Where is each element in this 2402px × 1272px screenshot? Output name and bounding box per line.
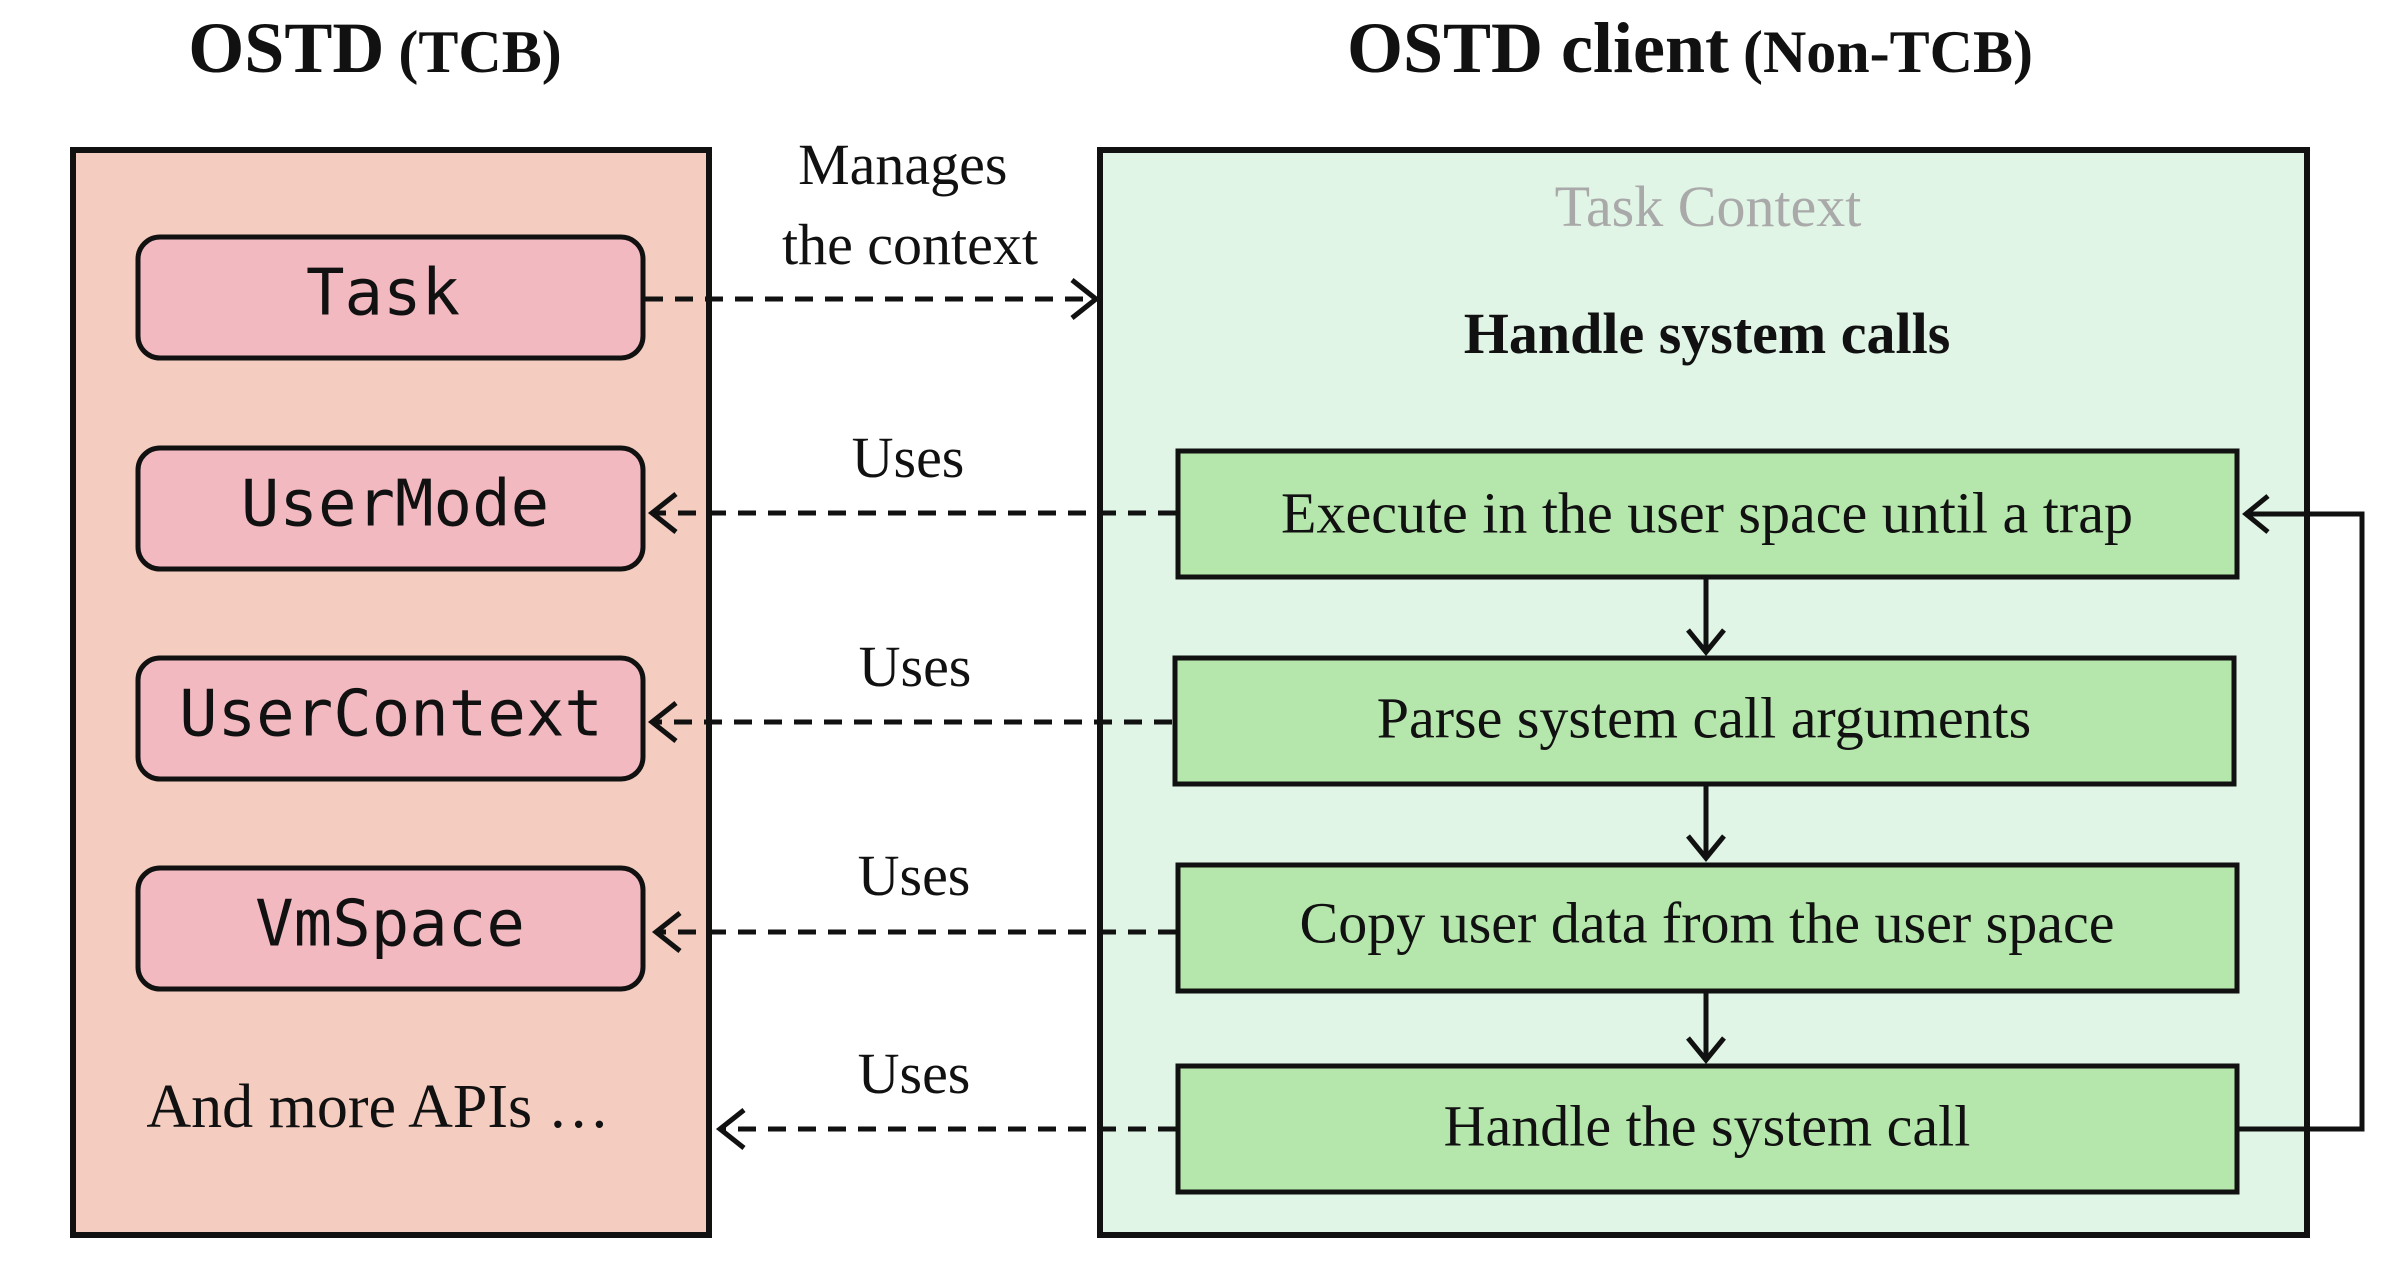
uses-label-2: Uses (859, 634, 972, 699)
step-label-handle: Handle the system call (1444, 1093, 1971, 1158)
more-apis-label: And more APIs … (146, 1073, 609, 1141)
uses-label-3: Uses (858, 843, 971, 908)
step-box-handle: Handle the system call (1175, 1063, 2240, 1195)
manages-label: Manages the context (782, 132, 1038, 277)
loop-back-arrow (2238, 511, 2365, 1132)
uses-label-4: Uses (858, 1041, 971, 1106)
left-panel-title: OSTD(TCB) (188, 8, 561, 88)
step-box-copy: Copy user data from the user space (1175, 862, 2240, 994)
task-context-label: Task Context (1555, 174, 1862, 239)
uses-label-1: Uses (852, 425, 965, 490)
flow-arrowhead-3 (1686, 1036, 1726, 1064)
step-box-execute: Execute in the user space until a trap (1175, 448, 2240, 580)
manages-arrowhead (1070, 278, 1101, 320)
api-box-task: Task (135, 234, 646, 361)
uses-arrowhead-1 (647, 492, 678, 534)
uses-arrowhead-4 (715, 1108, 746, 1150)
step-label-copy: Copy user data from the user space (1300, 890, 2115, 955)
api-box-vmspace: VmSpace (135, 865, 646, 992)
handle-syscalls-heading: Handle system calls (1464, 301, 1951, 366)
api-label-usermode: UserMode (241, 468, 549, 542)
api-label-task: Task (306, 257, 460, 331)
api-label-usercontext: UserContext (179, 678, 603, 752)
flow-arrowhead-1 (1686, 628, 1726, 656)
api-box-usermode: UserMode (135, 445, 646, 572)
loop-back-arrowhead (2242, 494, 2270, 534)
step-label-execute: Execute in the user space until a trap (1281, 480, 2133, 545)
flow-arrowhead-2 (1686, 834, 1726, 862)
right-panel-title: OSTD client(Non-TCB) (1347, 8, 2033, 88)
api-label-vmspace: VmSpace (255, 888, 525, 962)
uses-arrowhead-2 (647, 701, 678, 743)
step-label-parse: Parse system call arguments (1377, 685, 2032, 750)
api-box-usercontext: UserContext (135, 655, 646, 782)
step-box-parse: Parse system call arguments (1172, 655, 2237, 787)
uses-arrowhead-3 (651, 911, 682, 953)
